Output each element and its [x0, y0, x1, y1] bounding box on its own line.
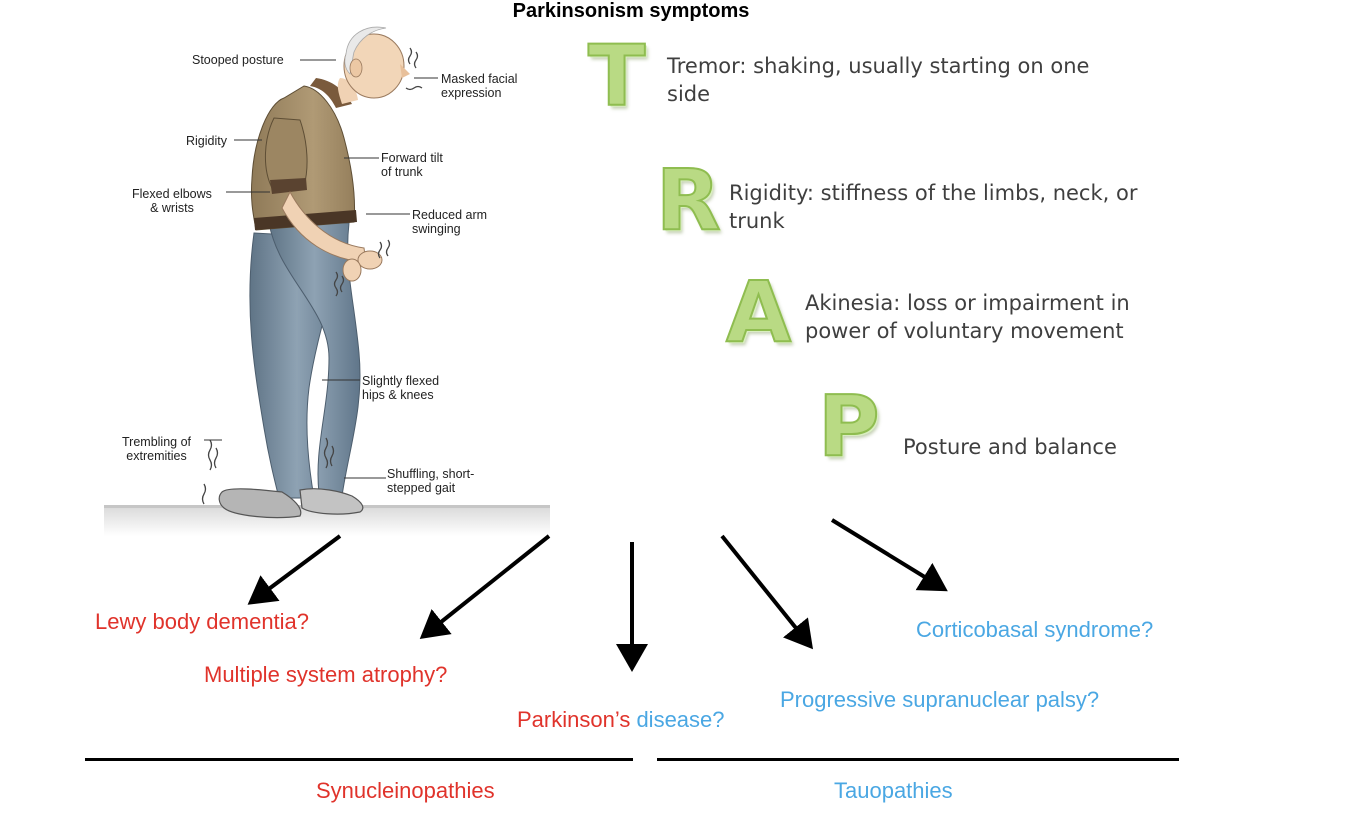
disease-parkinsons-part1: Parkinson’s	[517, 707, 631, 732]
label-reduced-arm-swinging: Reduced arm swinging	[412, 208, 488, 236]
trap-letter-r: R	[655, 151, 722, 249]
disease-multiple-system-atrophy: Multiple system atrophy?	[204, 662, 448, 687]
label-forward-tilt: Forward tilt of trunk	[381, 151, 443, 179]
trap-text-akinesia: Akinesia: loss or impairment in power of…	[805, 291, 1130, 343]
label-stooped-posture: Stooped posture	[192, 53, 284, 67]
label-flexed-elbows: Flexed elbows & wrists	[132, 187, 212, 215]
label-slightly-flexed: Slightly flexed hips & knees	[362, 374, 440, 402]
disease-parkinsons-part2: disease?	[630, 707, 725, 732]
arrow-to-cbs	[830, 518, 948, 592]
label-trembling: Trembling of extremities	[122, 435, 192, 463]
trap-text-tremor: Tremor: shaking, usually starting on one…	[667, 54, 1090, 106]
arrow-to-psp	[720, 534, 814, 650]
disease-corticobasal: Corticobasal syndrome?	[916, 617, 1154, 642]
arrow-to-msa	[419, 534, 551, 639]
trap-text-rigidity: Rigidity: stiffness of the limbs, neck, …	[729, 181, 1138, 233]
disease-parkinsons: Parkinson’s disease?	[517, 707, 725, 733]
trap-letter-a: A	[725, 263, 792, 361]
tauopathies-divider	[657, 758, 1179, 761]
trap-letter-t: T	[587, 27, 646, 125]
disease-psp: Progressive supranuclear palsy?	[780, 687, 1100, 712]
synucleinopathies-divider	[85, 758, 633, 761]
label-shuffling-gait: Shuffling, short- stepped gait	[387, 467, 475, 495]
page-title: Parkinsonism symptoms	[512, 0, 750, 22]
label-rigidity: Rigidity	[186, 134, 227, 148]
group-synucleinopathies: Synucleinopathies	[316, 778, 495, 803]
arrow-to-lewy-body	[247, 534, 342, 605]
label-masked-facial-expression: Masked facial expression	[441, 72, 518, 100]
walking-man-illustration	[104, 26, 550, 536]
group-tauopathies: Tauopathies	[834, 778, 953, 803]
disease-lewy-body-dementia: Lewy body dementia?	[95, 609, 310, 634]
parkinsonism-figure: Stooped posture Masked facial expression…	[104, 8, 550, 536]
trap-letter-p: P	[817, 377, 881, 475]
trap-text-posture: Posture and balance	[903, 435, 1117, 459]
